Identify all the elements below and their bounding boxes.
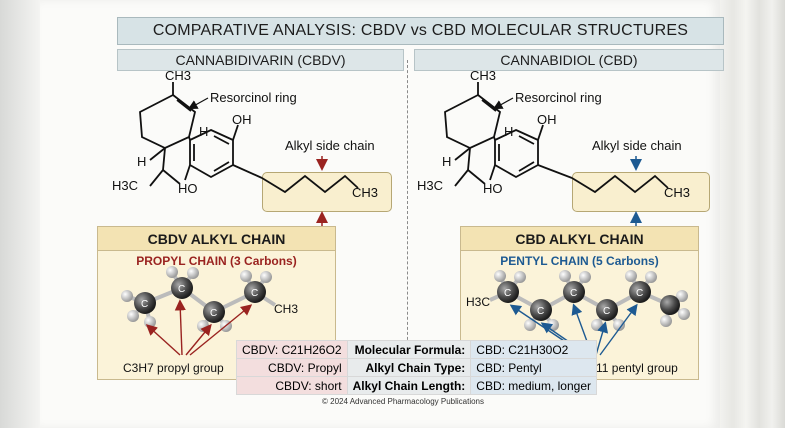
- attribute-cell: Alkyl Chain Length:: [346, 376, 472, 395]
- cbdv-header: CANNABIDIVARIN (CBDV): [117, 49, 404, 71]
- attribute-cell: Alkyl Chain Type:: [346, 358, 472, 377]
- cbd-h-left: H: [442, 154, 451, 169]
- cbdv-ch3-top: CH3: [165, 68, 191, 83]
- cbd-atom-c5: C: [636, 288, 643, 299]
- cbd-ch3-top: CH3: [470, 68, 496, 83]
- cbd-ball-stick: [489, 270, 690, 331]
- cbd-h-right: H: [504, 124, 513, 139]
- page-title: COMPARATIVE ANALYSIS: CBDV vs CBD MOLECU…: [117, 17, 724, 45]
- cbd-h3c: H3C: [417, 178, 443, 193]
- cbd-oh-top: OH: [537, 112, 557, 127]
- cbd-resorcinol-label: Resorcinol ring: [515, 90, 602, 105]
- center-divider: [407, 60, 408, 350]
- cbdv-h-right: H: [199, 124, 208, 139]
- book-page-edges: [720, 0, 785, 428]
- cbdv-cell: CBDV: short: [236, 376, 348, 395]
- cbd-cell: CBD: C21H30O2: [470, 340, 597, 359]
- cbd-chain-subtitle: PENTYL CHAIN (5 Carbons): [500, 254, 659, 268]
- cbdv-oh-top: OH: [232, 112, 252, 127]
- cbdv-cell: CBDV: Propyl: [236, 358, 348, 377]
- cbdv-oh-bottom: HO: [178, 181, 198, 196]
- cbd-chain-h3c: H3C: [466, 295, 490, 309]
- cbdv-h3c: H3C: [112, 178, 138, 193]
- cbdv-atom-c4: C: [251, 288, 258, 299]
- comparison-table: CBDV: C21H26O2 Molecular Formula: CBD: C…: [236, 340, 597, 395]
- table-row: CBDV: short Alkyl Chain Length: CBD: med…: [236, 376, 597, 395]
- cbdv-side-chain-label: Alkyl side chain: [285, 138, 375, 153]
- table-row: CBDV: Propyl Alkyl Chain Type: CBD: Pent…: [236, 358, 597, 377]
- cbd-group-label: C5H11 pentyl group: [572, 361, 678, 375]
- cbdv-chain-title: CBDV ALKYL CHAIN: [98, 227, 335, 251]
- cbdv-resorcinol-arrow: [187, 97, 209, 110]
- copyright: © 2024 Advanced Pharmacology Publication…: [322, 397, 484, 406]
- cbd-atom-c1: C: [504, 288, 511, 299]
- cbdv-group-label: C3H7 propyl group: [123, 361, 224, 375]
- cbd-cell: CBD: medium, longer: [470, 376, 597, 395]
- cbdv-group-arrows: [145, 299, 253, 356]
- cbdv-atom-c3: C: [210, 308, 217, 319]
- cbd-oh-bottom: HO: [483, 181, 503, 196]
- cbdv-skeleton: [139, 82, 359, 194]
- cbdv-chain-ch3: CH3: [274, 302, 298, 316]
- cbd-atom-c3: C: [570, 288, 577, 299]
- table-row: CBDV: C21H26O2 Molecular Formula: CBD: C…: [236, 340, 597, 359]
- cbd-atom-c4: C: [603, 306, 610, 317]
- cbdv-resorcinol-label: Resorcinol ring: [210, 90, 297, 105]
- cbd-ch3-chain: CH3: [664, 185, 690, 200]
- attribute-cell: Molecular Formula:: [346, 340, 472, 359]
- cbdv-atom-c1: C: [141, 299, 148, 310]
- cbd-resorcinol-arrow: [492, 97, 514, 110]
- cbd-skeleton: [444, 82, 669, 194]
- cbdv-h-left: H: [137, 154, 146, 169]
- cbd-header: CANNABIDIOL (CBD): [414, 49, 724, 71]
- cbd-chain-title: CBD ALKYL CHAIN: [461, 227, 698, 251]
- cbdv-ch3-chain: CH3: [352, 185, 378, 200]
- cbdv-cell: CBDV: C21H26O2: [236, 340, 348, 359]
- cbd-cell: CBD: Pentyl: [470, 358, 597, 377]
- cbd-atom-c2: C: [537, 306, 544, 317]
- cbd-side-chain-label: Alkyl side chain: [592, 138, 682, 153]
- cbdv-atom-c2: C: [178, 284, 185, 295]
- cbdv-chain-subtitle: PROPYL CHAIN (3 Carbons): [136, 254, 297, 268]
- book-left-edge: [0, 0, 40, 428]
